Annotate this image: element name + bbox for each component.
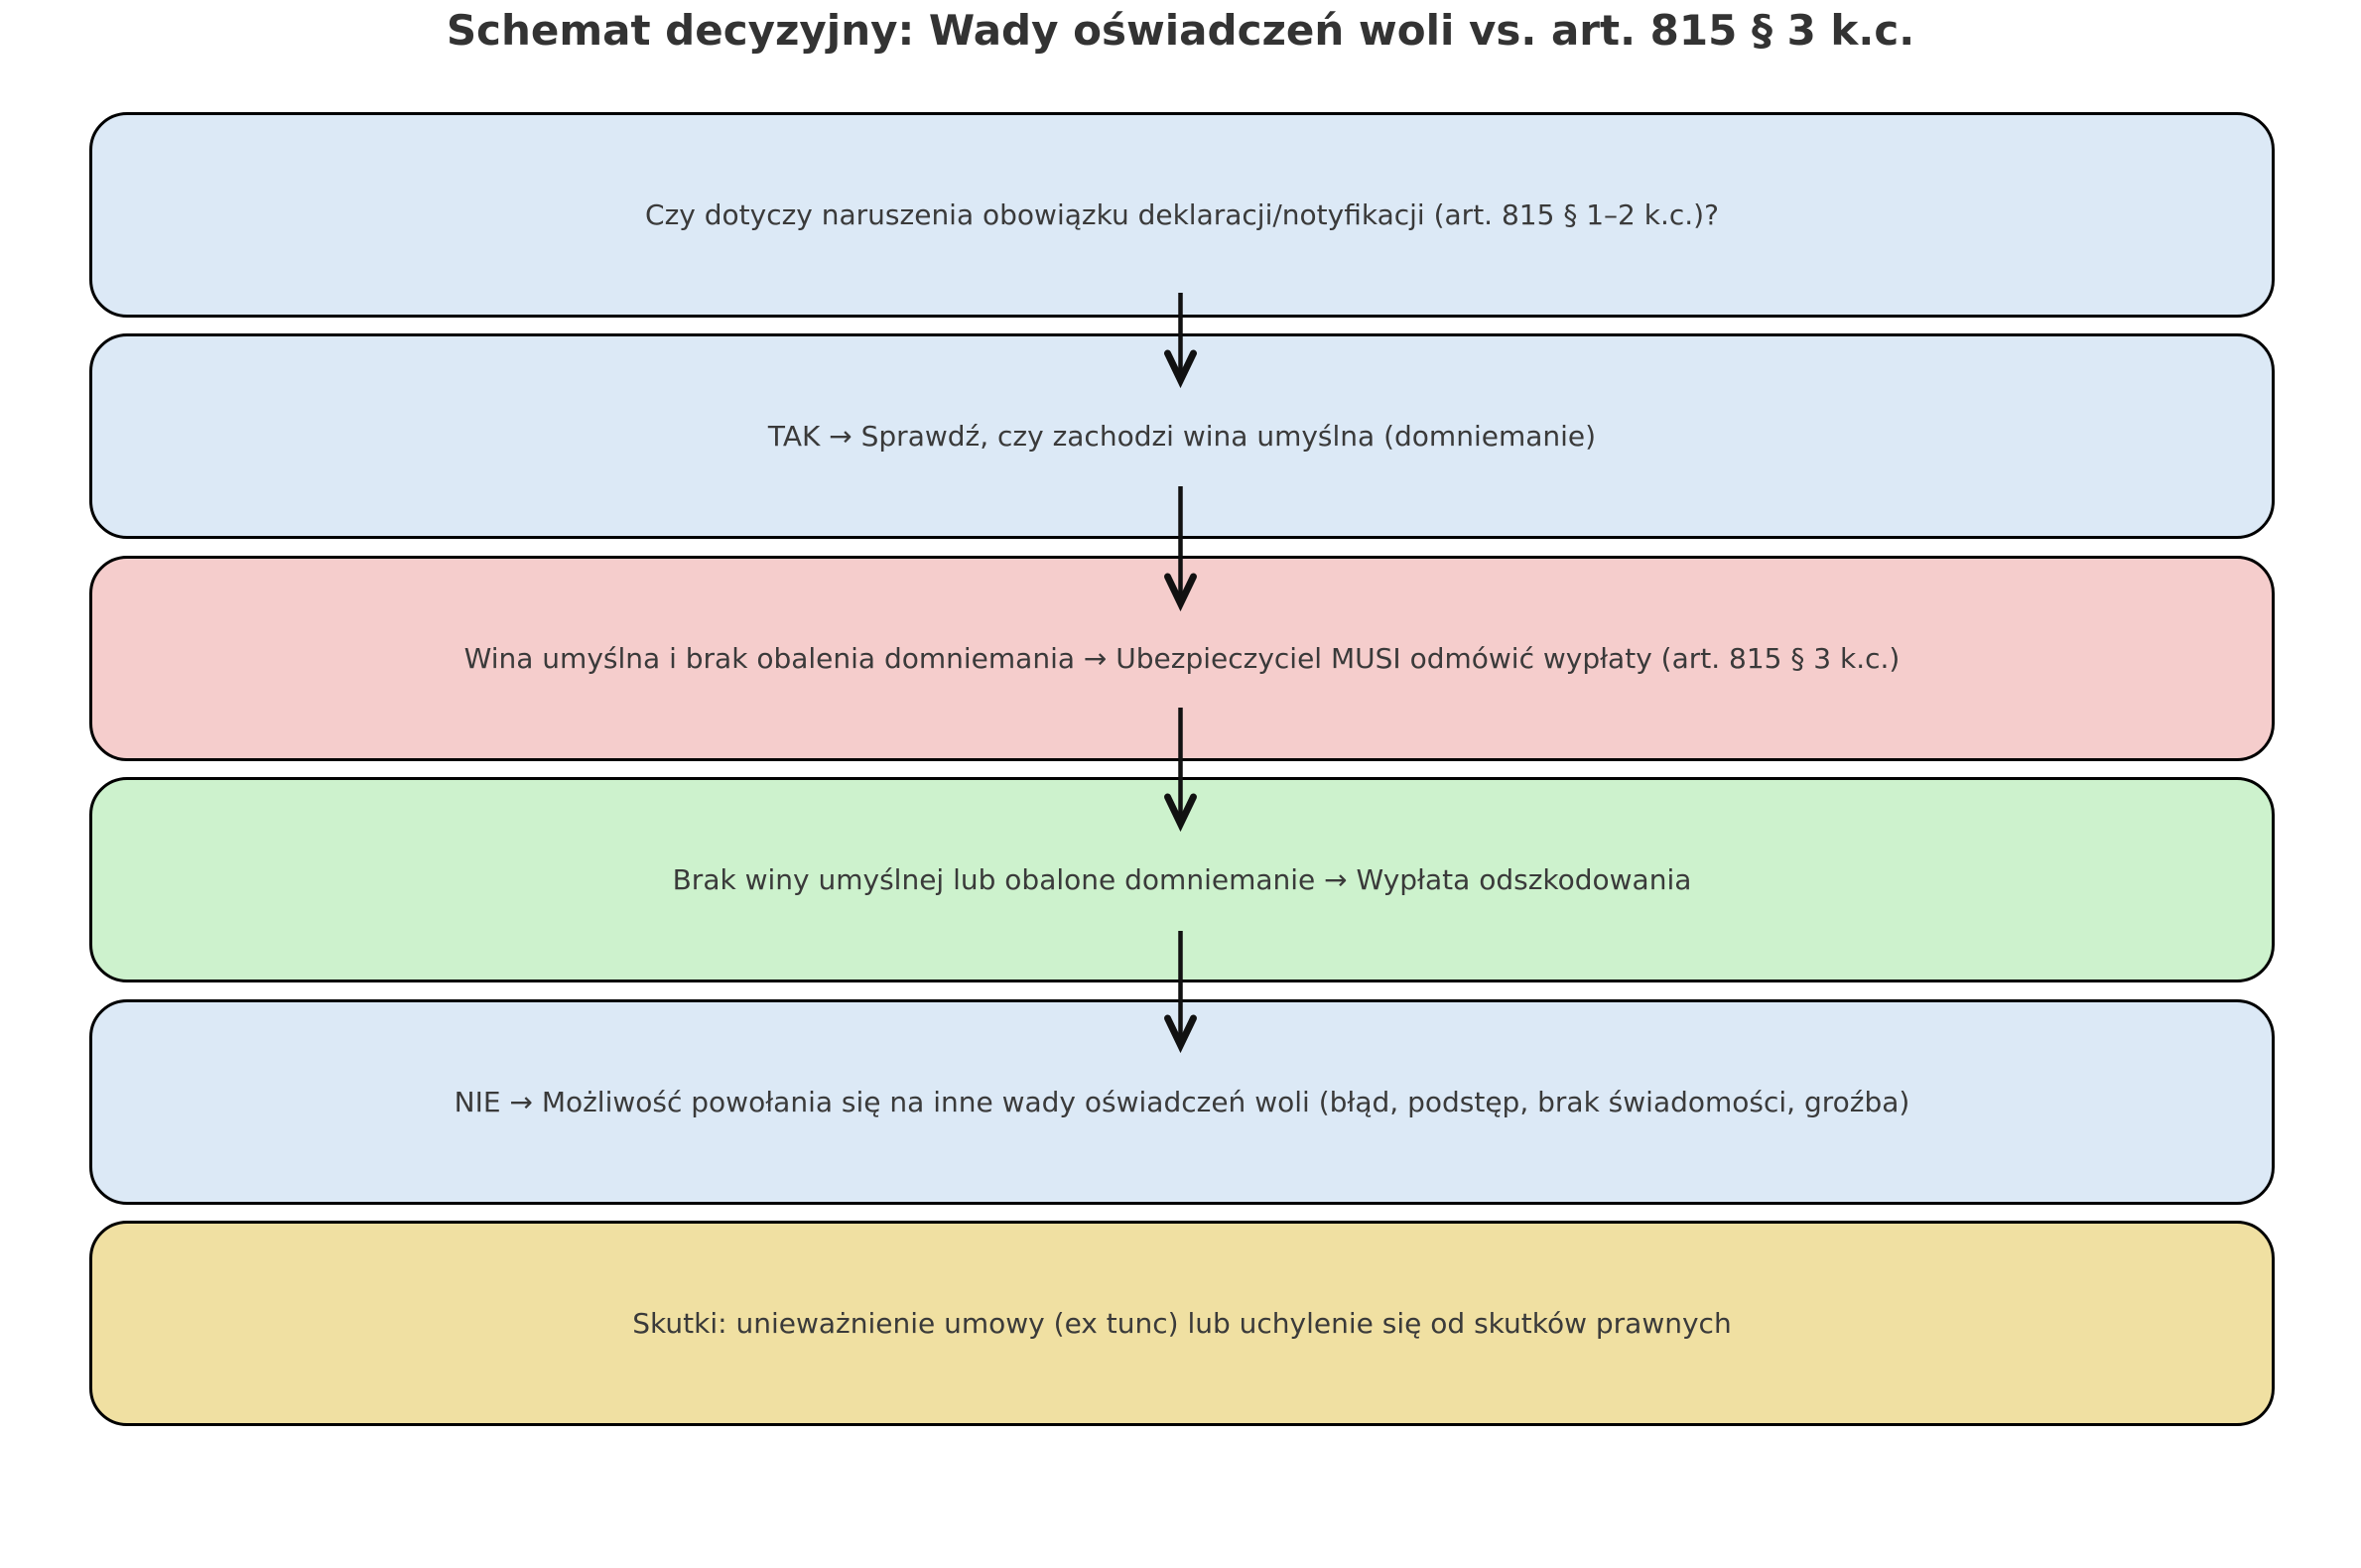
flowchart-node-effects: Skutki: unieważnienie umowy (ex tunc) lu…	[89, 1221, 2275, 1426]
flow-arrow-down-icon	[1160, 293, 1201, 389]
flowchart-node-label: Wina umyślna i brak obalenia domniemania…	[463, 642, 1901, 675]
flowchart-node-label: Brak winy umyślnej lub obalone domnieman…	[672, 863, 1692, 896]
flowchart-node-question-declaration-duty: Czy dotyczy naruszenia obowiązku deklara…	[89, 112, 2275, 318]
flow-arrow-down-icon	[1160, 931, 1201, 1054]
flow-arrow-down-icon	[1160, 708, 1201, 833]
flowchart-node-label: NIE → Możliwość powołania się na inne wa…	[454, 1086, 1910, 1118]
flowchart-node-label: Czy dotyczy naruszenia obowiązku deklara…	[645, 198, 1719, 231]
diagram-title: Schemat decyzyjny: Wady oświadczeń woli …	[446, 6, 1915, 55]
flowchart-node-label: Skutki: unieważnienie umowy (ex tunc) lu…	[632, 1307, 1732, 1340]
flow-arrow-down-icon	[1160, 486, 1201, 612]
flowchart-node-label: TAK → Sprawdź, czy zachodzi wina umyślna…	[767, 420, 1597, 453]
